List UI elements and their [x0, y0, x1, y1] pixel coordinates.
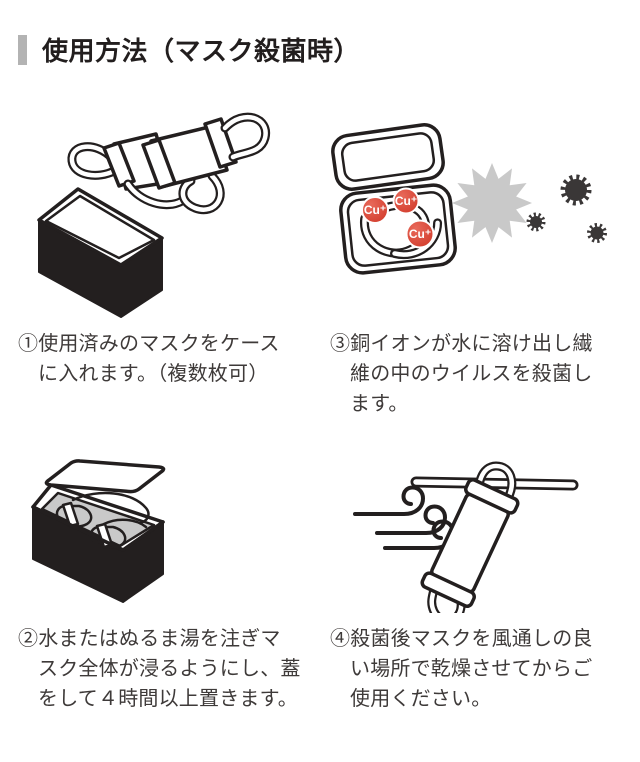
copper-ion-badge: Cu⁺: [361, 195, 389, 224]
step-4: ④殺菌後マスクを風通しの良 い場所で乾燥させてからご 使用ください。: [330, 419, 622, 714]
virus-icon: [587, 222, 607, 243]
svg-text:Cu⁺: Cu⁺: [409, 227, 431, 241]
copper-ion-badge: Cu⁺: [405, 219, 435, 248]
step1-caption: ①使用済みのマスクをケース に入れます。（複数枚可）: [18, 333, 280, 385]
step-3: Cu⁺ Cu⁺ Cu⁺ ③銅イオンが水に溶け出し繊 維の中のウイルスを殺菌し ま…: [330, 94, 622, 419]
step2-figure: [18, 441, 310, 613]
page-title: 使用方法（マスク殺菌時）: [42, 36, 361, 66]
masks-into-case-illustration: [37, 112, 271, 318]
mask-icon: [420, 461, 520, 613]
step4-caption: ④殺菌後マスクを風通しの良 い場所で乾燥させてからご 使用ください。: [330, 628, 593, 710]
clothesline-icon: [410, 476, 579, 491]
step-1: ①使用済みのマスクをケース に入れます。（複数枚可）: [18, 94, 310, 419]
accent-bar: [18, 34, 27, 65]
case-icon: [31, 483, 165, 603]
svg-text:Cu⁺: Cu⁺: [364, 203, 386, 217]
copper-ion-badge: Cu⁺: [392, 187, 420, 214]
lid-icon: [44, 459, 166, 494]
step4-figure: [330, 441, 622, 613]
steps-grid: ①使用済みのマスクをケース に入れます。（複数枚可）: [0, 94, 640, 714]
starburst-icon: [452, 162, 532, 243]
instruction-sheet: { "header": { "title": "使用方法（マスク殺菌時）" },…: [0, 31, 640, 762]
step3-caption: ③銅イオンが水に溶け出し繊 維の中のウイルスを殺菌し ます。: [330, 333, 593, 415]
case-lid-icon: [331, 122, 445, 191]
step-2: ②水またはぬるま湯を注ぎマ スク全体が浸るようにし、蓋 をして４時間以上置きます…: [18, 419, 310, 714]
virus-icon: [560, 174, 592, 205]
svg-text:Cu⁺: Cu⁺: [395, 194, 417, 208]
case-icon: [37, 187, 164, 318]
wind-icon: [353, 485, 456, 550]
dry-mask-illustration: [353, 461, 579, 613]
step1-figure: [18, 94, 310, 318]
copper-ion-sterilize-illustration: Cu⁺ Cu⁺ Cu⁺: [331, 122, 607, 275]
soak-masks-illustration: [31, 459, 166, 603]
step2-caption: ②水またはぬるま湯を注ぎマ スク全体が浸るようにし、蓋 をして４時間以上置きます…: [18, 628, 301, 710]
step3-figure: Cu⁺ Cu⁺ Cu⁺: [330, 94, 622, 318]
section-header: 使用方法（マスク殺菌時）: [18, 31, 622, 68]
mask-icon: [67, 112, 271, 215]
virus-icon: [526, 212, 546, 231]
case-rim-edge: [31, 505, 165, 552]
